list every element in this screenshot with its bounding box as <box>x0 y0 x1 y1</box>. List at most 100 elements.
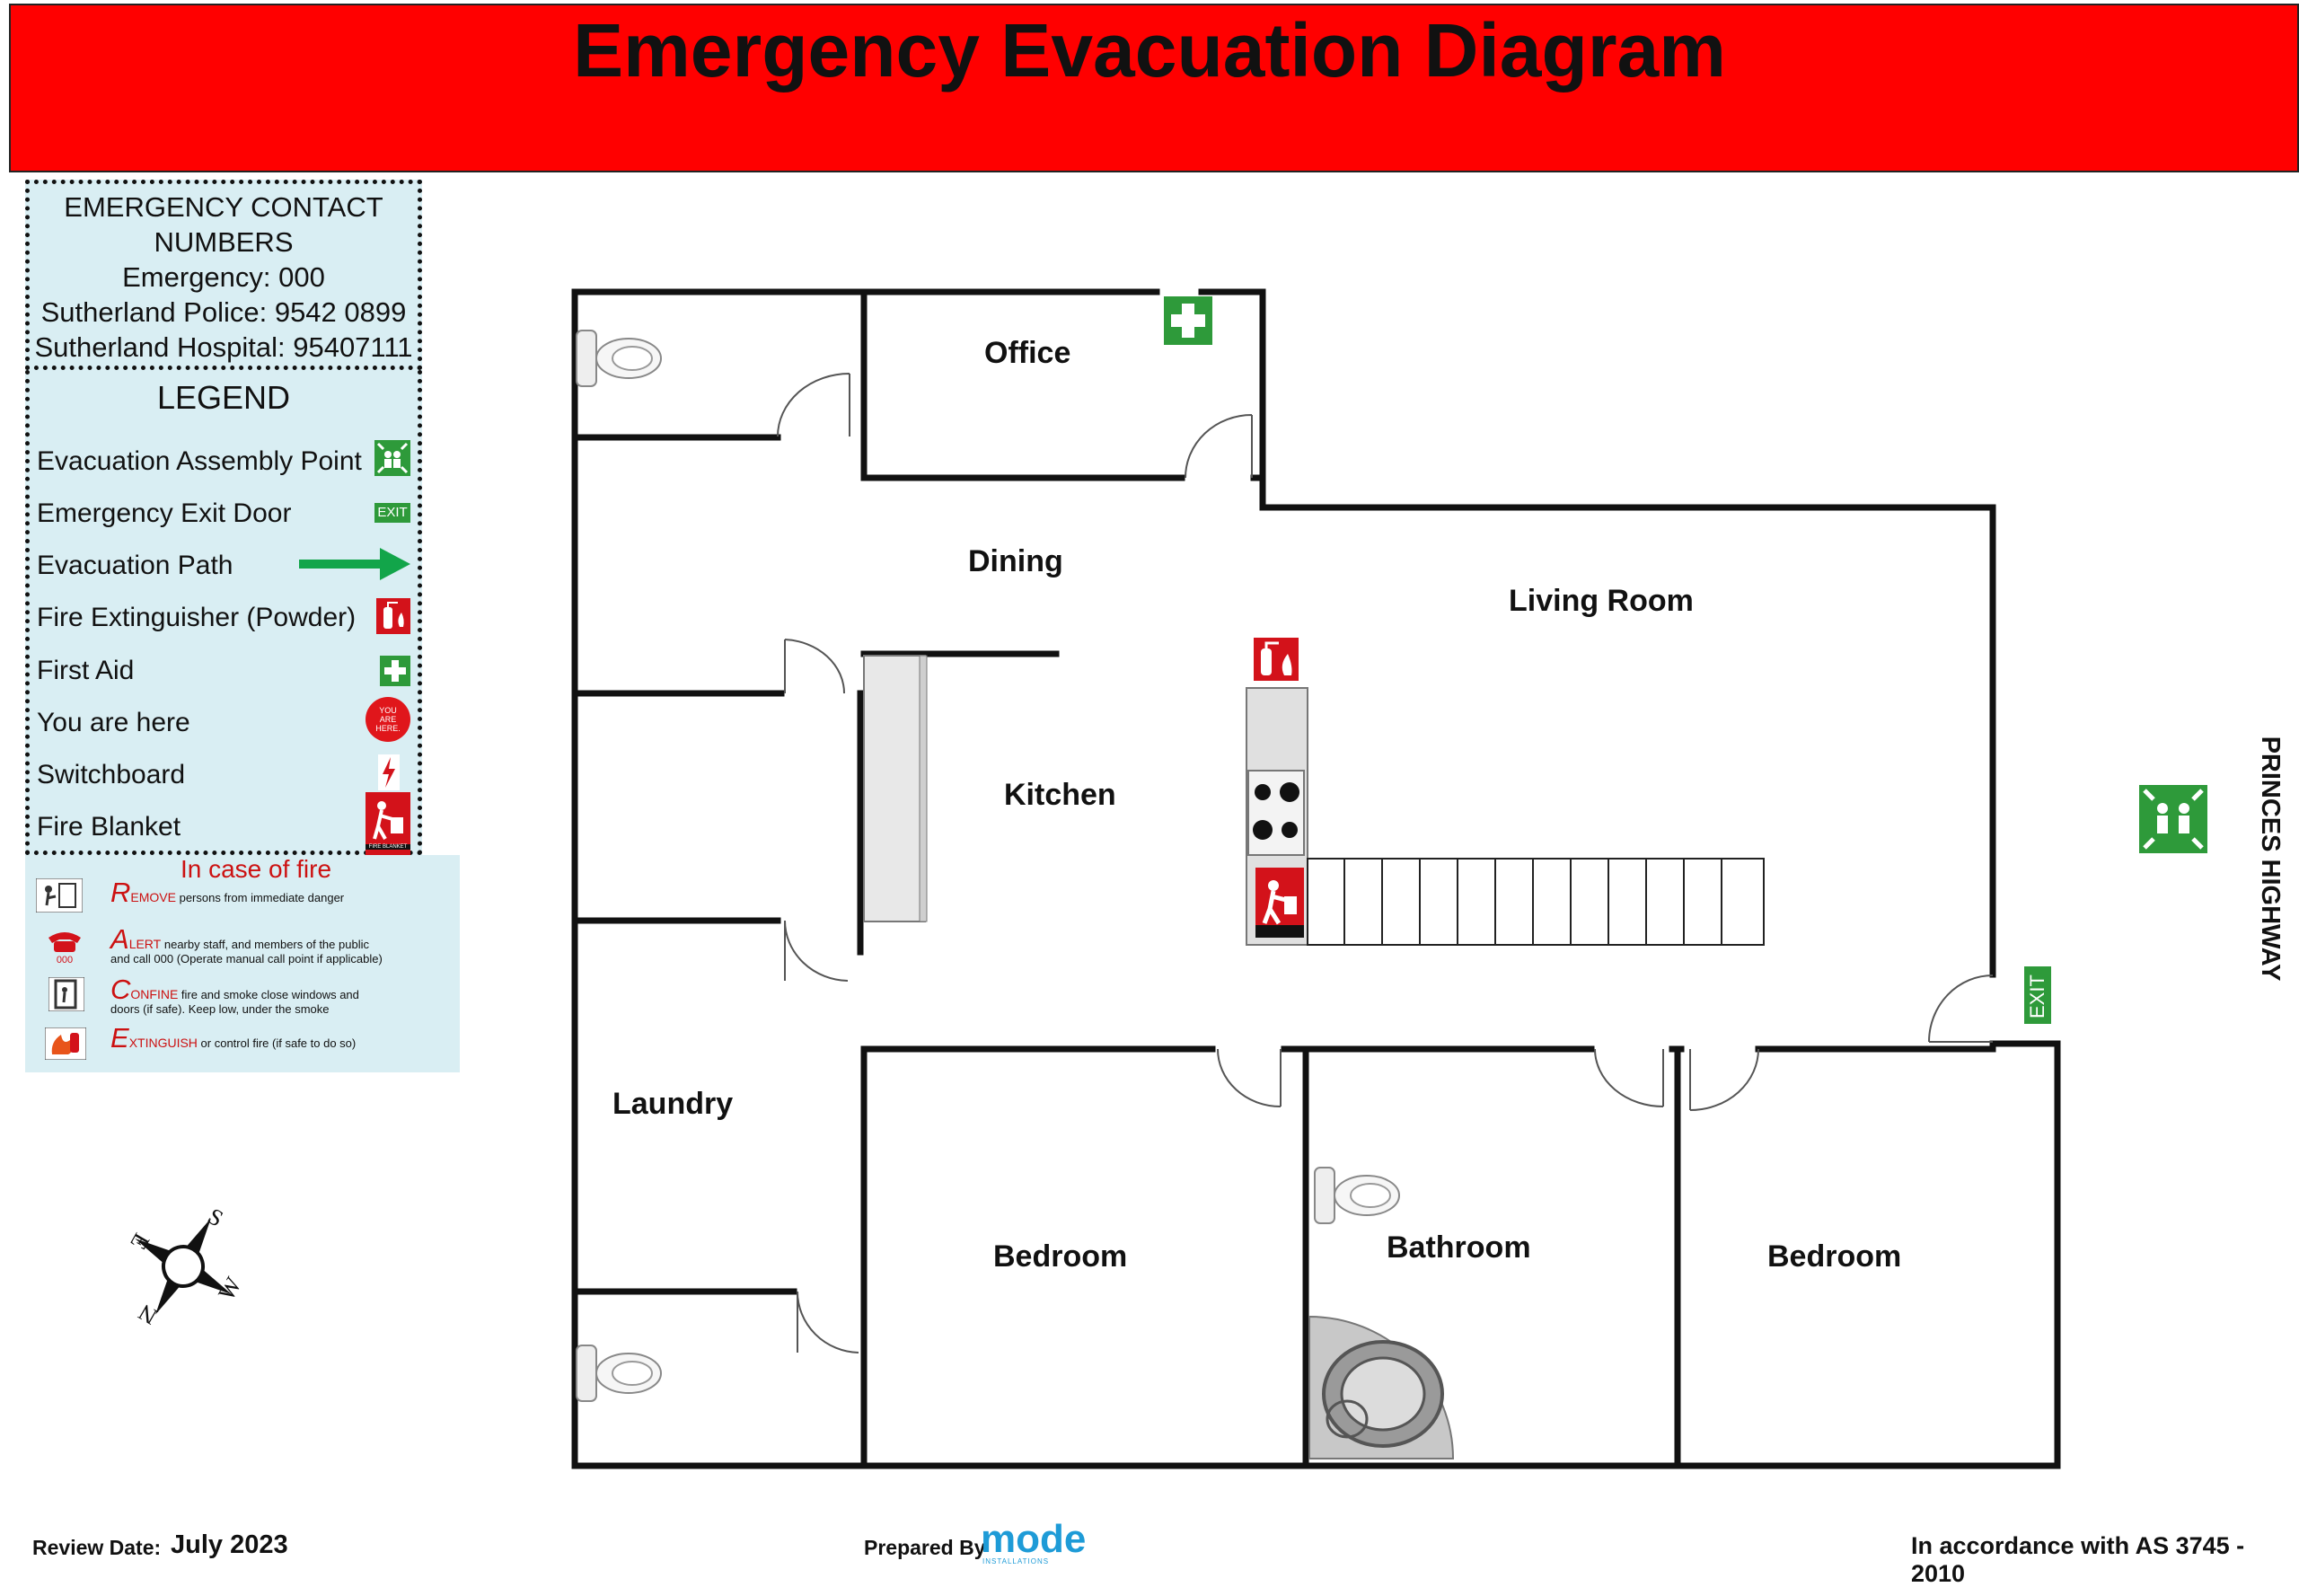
emergency-number: Emergency: 000 <box>122 261 325 293</box>
race-text: fire and smoke close windows and <box>181 988 359 1001</box>
room-living: Living Room <box>1509 584 1694 618</box>
legend-item-extinguisher: Fire Extinguisher (Powder) <box>37 603 356 633</box>
room-office: Office <box>984 336 1071 370</box>
legend-item-first-aid: First Aid <box>37 656 134 686</box>
race-letter: E <box>110 1022 129 1054</box>
race-text-2: and call 000 (Operate manual call point … <box>110 952 383 966</box>
first-aid-icon <box>380 656 410 686</box>
compass-w: W <box>213 1273 247 1305</box>
alert-phone-icon: 000 <box>48 932 81 965</box>
door-exit <box>1928 974 1994 1043</box>
door-wc2 <box>797 1291 859 1354</box>
legend-label: Emergency Exit Door <box>37 498 292 528</box>
toilet-wc2-icon <box>576 1345 662 1402</box>
bathtub-icon <box>1308 1315 1455 1459</box>
kitchen-bench <box>863 655 1308 946</box>
race-heading: In case of fire <box>180 855 332 883</box>
extinguish-fire-icon <box>45 1027 86 1060</box>
race-cap: EMOVE <box>130 890 176 904</box>
race-cap: LERT <box>128 937 162 951</box>
door-dining <box>784 639 846 694</box>
header-banner <box>9 4 2299 172</box>
page-title: Emergency Evacuation Diagram <box>573 8 1726 93</box>
legend-label: Evacuation Assembly Point <box>37 446 362 476</box>
exit-sign-text: EXIT <box>2026 974 2048 1018</box>
race-text-2: doors (if safe). Keep low, under the smo… <box>110 1002 330 1016</box>
race-remove: REMOVE persons from immediate danger <box>110 878 345 906</box>
race-text: nearby staff, and members of the public <box>163 938 369 951</box>
room-dining: Dining <box>968 544 1063 578</box>
contacts-heading-1: EMERGENCY CONTACT <box>64 191 383 223</box>
legend-item-switchboard: Switchboard <box>37 760 185 790</box>
toilet-bathroom-icon <box>1314 1167 1400 1224</box>
room-laundry: Laundry <box>612 1087 734 1121</box>
doors <box>777 373 1994 1354</box>
brand-logo: mode <box>981 1517 1087 1561</box>
exit-sign-icon: EXIT <box>2024 966 2051 1024</box>
legend-label: Evacuation Path <box>37 551 233 580</box>
hospital-number: Sutherland Hospital: 95407111 <box>34 331 413 363</box>
door-wc1 <box>777 373 850 437</box>
legend-item-assembly: Evacuation Assembly Point <box>37 446 362 477</box>
compass-icon <box>135 1218 232 1315</box>
brand-sub: INSTALLATIONS <box>982 1557 1050 1565</box>
fire-blanket-figure-icon <box>373 801 403 840</box>
remove-persons-icon <box>36 878 83 913</box>
wall-outer-north-east <box>1198 288 1996 978</box>
room-bedroom-2: Bedroom <box>1767 1239 1902 1274</box>
switchboard-icon <box>378 754 400 790</box>
door-bath <box>1594 1048 1664 1107</box>
legend-item-you-are-here: You are here <box>37 708 190 738</box>
room-bathroom: Bathroom <box>1387 1230 1531 1265</box>
room-kitchen: Kitchen <box>1004 778 1116 812</box>
prepared-by-label: Prepared By <box>864 1536 986 1559</box>
fire-extinguisher-icon <box>1254 638 1299 681</box>
confine-door-icon <box>48 977 84 1011</box>
legend-label: Fire Extinguisher (Powder) <box>37 603 357 632</box>
fire-blanket-icon: FIRE BLANKET <box>366 792 410 855</box>
assembly-point-icon <box>2139 785 2207 853</box>
street-label: PRINCES HIGHWAY <box>2256 736 2285 982</box>
legend-label: Switchboard <box>37 760 186 789</box>
in-case-of-fire-panel: In case of fire REMOVE persons from imme… <box>25 855 460 1072</box>
legend-panel: LEGEND Evacuation Assembly Point Emergen… <box>25 370 422 855</box>
green-arrow-icon <box>299 548 410 580</box>
legend-heading: LEGEND <box>156 379 291 416</box>
race-letter: C <box>110 974 131 1005</box>
race-extinguish: EXTINGUISH or control fire (if safe to d… <box>110 1024 357 1052</box>
door-bed1 <box>1217 1048 1282 1107</box>
toilet-wc1-icon <box>576 330 662 387</box>
fire-blanket-icon <box>1255 868 1304 938</box>
assembly-point-icon <box>374 440 410 476</box>
first-aid-icon <box>1164 296 1212 345</box>
door-laundry <box>784 920 849 982</box>
legend-item-fire-blanket: Fire Blanket <box>37 812 181 842</box>
compass-e: E <box>125 1229 154 1254</box>
you-are-here-icon: YOU ARE HERE. <box>366 697 410 742</box>
legend-item-exit: Emergency Exit Door <box>37 498 291 529</box>
stove-icon <box>1247 770 1305 856</box>
emergency-contacts-panel: EMERGENCY CONTACT NUMBERS Emergency: 000… <box>25 180 422 370</box>
race-confine: CONFINE fire and smoke close windows and… <box>110 975 359 1017</box>
staircase <box>1307 858 1765 946</box>
race-letter: A <box>110 923 129 955</box>
room-bedroom-1: Bedroom <box>993 1239 1128 1274</box>
wall-outer-west <box>571 288 1160 1469</box>
walls <box>571 288 2061 1469</box>
race-alert: ALERT nearby staff, and members of the p… <box>110 925 383 966</box>
race-text: persons from immediate danger <box>179 891 345 904</box>
legend-item-path: Evacuation Path <box>37 551 233 581</box>
door-office <box>1185 414 1253 479</box>
standard-note: In accordance with AS 3745 - 2010 <box>1911 1532 2245 1587</box>
review-date-label: Review Date: <box>32 1536 162 1559</box>
legend-label: First Aid <box>37 656 135 685</box>
race-cap: ONFINE <box>130 987 179 1001</box>
review-date: July 2023 <box>171 1530 288 1559</box>
legend-label: Fire Blanket <box>37 812 181 842</box>
legend-label: You are here <box>37 708 190 737</box>
fire-blanket-caption: FIRE BLANKET <box>366 844 410 850</box>
door-bed2 <box>1689 1048 1759 1111</box>
police-number: Sutherland Police: 9542 0899 <box>40 296 407 328</box>
race-text: or control fire (if safe to do so) <box>200 1036 357 1050</box>
